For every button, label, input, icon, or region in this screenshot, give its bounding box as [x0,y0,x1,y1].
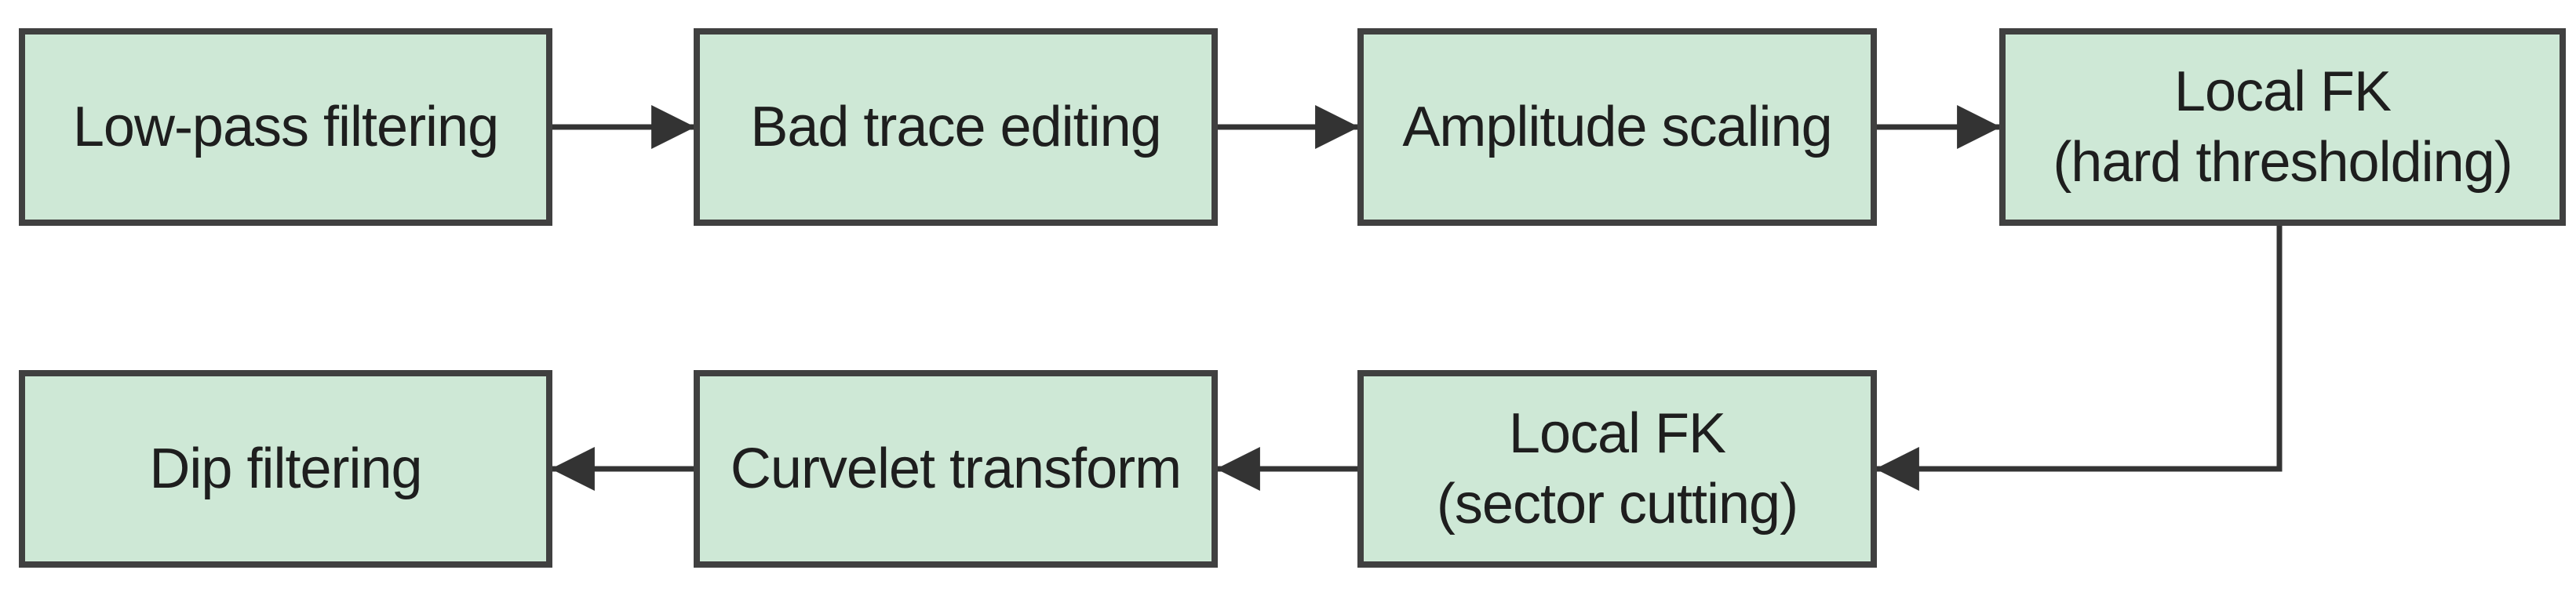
node-dip-filtering: Dip filtering [19,370,552,568]
node-amplitude-scaling-label: Amplitude scaling [1402,96,1832,158]
node-dip-filtering-label: Dip filtering [149,438,422,500]
node-local-fk-hard-thresholding-label: Local FK (hard thresholding) [2053,60,2512,194]
node-amplitude-scaling: Amplitude scaling [1357,28,1877,226]
node-local-fk-sector-cutting-label: Local FK (sector cutting) [1436,402,1798,536]
node-curvelet-transform: Curvelet transform [694,370,1218,568]
node-local-fk-sector-cutting: Local FK (sector cutting) [1357,370,1877,568]
node-local-fk-hard-thresholding: Local FK (hard thresholding) [1999,28,2566,226]
node-bad-trace-editing: Bad trace editing [694,28,1218,226]
node-low-pass-filtering: Low-pass filtering [19,28,552,226]
node-curvelet-transform-label: Curvelet transform [730,438,1182,500]
node-low-pass-filtering-label: Low-pass filtering [72,96,499,158]
edge-fkhard-to-fksector-elbow-arrow [1875,226,2283,491]
node-bad-trace-editing-label: Bad trace editing [750,96,1161,158]
